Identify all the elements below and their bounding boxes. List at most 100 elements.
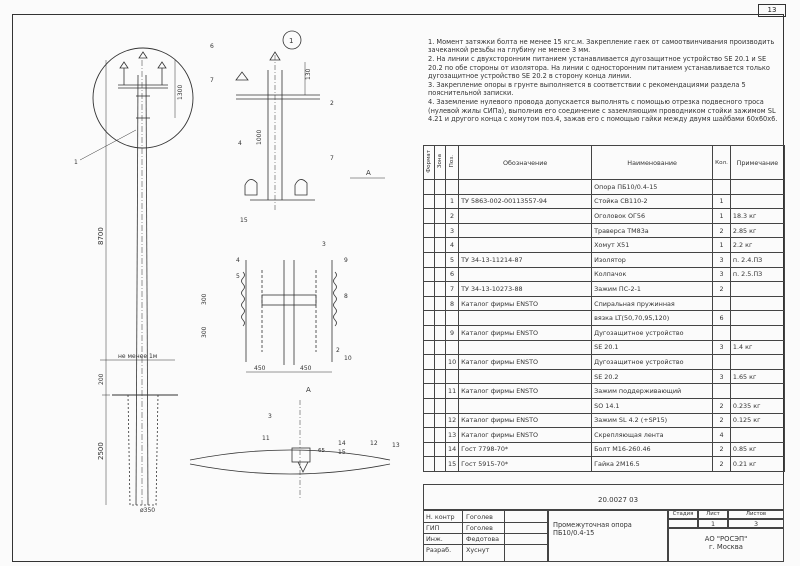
spec-cell-format	[423, 222, 435, 239]
svg-text:4: 4	[238, 140, 242, 147]
header-qty: Кол.	[712, 145, 731, 180]
spec-cell-format	[423, 266, 435, 283]
spec-cell-zone	[434, 412, 446, 429]
stage-label: Стадия	[668, 510, 698, 519]
spec-cell-format	[423, 295, 435, 312]
svg-text:2: 2	[330, 100, 334, 107]
spec-cell-zone	[434, 368, 446, 385]
spec-cell-note	[729, 310, 785, 326]
spec-cell-qty: 1	[712, 237, 731, 253]
spec-cell-name: SE 20.2	[591, 368, 714, 385]
organization: АО "РОСЭП" г. Москва	[668, 528, 784, 562]
spec-cell-note	[729, 179, 785, 195]
general-notes: 1. Момент затяжки болта не менее 15 кгс.…	[428, 38, 780, 124]
spec-cell-name: Зажим ПС-2-1	[591, 281, 714, 297]
header-note: Примечание	[729, 145, 785, 180]
spec-cell-format	[423, 456, 435, 472]
header-format: Формат	[426, 150, 432, 173]
spec-cell-note	[729, 427, 785, 443]
sheet-value: 1	[698, 519, 728, 528]
spec-cell-format	[423, 412, 435, 429]
spec-cell-qty: 2	[712, 222, 731, 239]
spec-cell-note: 0.21 кг	[729, 456, 785, 472]
spec-cell-designation: Гост 7798-70*	[458, 441, 593, 458]
dim-65: 65	[318, 448, 325, 454]
spec-cell-pos: 7	[444, 281, 460, 297]
dim-450a: 450	[254, 365, 266, 372]
spec-cell-name: Зажим поддерживающий	[591, 383, 714, 399]
spec-cell-pos: 1	[444, 193, 460, 210]
spec-cell-designation	[458, 237, 593, 253]
spec-cell-designation	[458, 208, 593, 224]
sheets-label: Листов	[728, 510, 784, 519]
svg-text:15: 15	[240, 217, 248, 224]
svg-text:7: 7	[210, 77, 214, 84]
spec-cell-pos: 2	[444, 208, 460, 224]
spec-cell-designation	[458, 310, 593, 326]
spec-cell-designation: Каталог фирмы ENSTO	[458, 295, 593, 312]
spec-cell-note: 2.85 кг	[729, 222, 785, 239]
svg-text:9: 9	[344, 257, 348, 264]
spec-cell-qty: 6	[712, 310, 731, 326]
pole-right-edge	[145, 74, 149, 506]
pole-section	[283, 260, 295, 365]
svg-text:13: 13	[392, 442, 400, 449]
spec-cell-qty	[712, 383, 731, 399]
spec-cell-pos: 10	[444, 354, 460, 370]
spec-cell-note: 18.3 кг	[729, 208, 785, 224]
spec-cell-note: 0.85 кг	[729, 441, 785, 458]
view-a-position-labels: 3 11 14 15 12 13	[262, 413, 400, 456]
spec-cell-format	[423, 281, 435, 297]
spec-cell-zone	[434, 266, 446, 283]
min-depth-label: не менее 1м	[118, 353, 157, 360]
spec-cell-name: Зажим SL 4.2 (+SP15)	[591, 412, 714, 429]
spec-cell-qty: 3	[712, 266, 731, 283]
dim-8700: 8700	[97, 227, 105, 245]
dim-450b: 450	[300, 365, 312, 372]
spec-cell-format	[423, 179, 435, 195]
spec-cell-format	[423, 383, 435, 399]
spec-cell-qty	[712, 324, 731, 341]
dim-130: 130	[305, 68, 312, 80]
spiral-tie-left	[241, 271, 245, 327]
spec-cell-zone	[434, 441, 446, 458]
dim-300a: 300	[201, 293, 208, 305]
dim-300b: 300	[201, 326, 208, 338]
svg-text:3: 3	[322, 241, 326, 248]
note-4: 4. Заземление нулевого провода допускает…	[428, 98, 778, 124]
spec-cell-name: Хомут Х51	[591, 237, 714, 253]
spec-cell-pos: 6	[444, 266, 460, 283]
spec-cell-qty: 4	[712, 427, 731, 443]
spec-cell-format	[423, 193, 435, 210]
spec-cell-format	[423, 397, 435, 414]
spec-cell-zone	[434, 193, 446, 210]
spec-cell-zone	[434, 237, 446, 253]
spec-cell-zone	[434, 281, 446, 297]
spec-cell-zone	[434, 310, 446, 326]
spec-cell-zone	[434, 427, 446, 443]
spec-cell-pos: 14	[444, 441, 460, 458]
org-city: г. Москва	[709, 543, 743, 551]
spec-cell-designation: Каталог фирмы ENSTO	[458, 324, 593, 341]
spec-cell-zone	[434, 397, 446, 414]
clamp-rect	[261, 294, 317, 306]
spec-cell-note	[729, 295, 785, 312]
arc-protector-shapes	[244, 179, 308, 196]
spec-cell-note	[729, 354, 785, 370]
header-zone: Зона	[437, 154, 443, 169]
header-pos: Поз.	[449, 155, 456, 168]
spec-cell-pos: 9	[444, 324, 460, 341]
view-a-arrow-label: А	[366, 169, 371, 177]
dim-1300: 1300	[177, 85, 184, 100]
dim-2500: 2500	[97, 442, 105, 460]
spec-cell-qty	[712, 354, 731, 370]
spec-cell-format	[423, 310, 435, 326]
pole-left-edge	[135, 74, 139, 506]
